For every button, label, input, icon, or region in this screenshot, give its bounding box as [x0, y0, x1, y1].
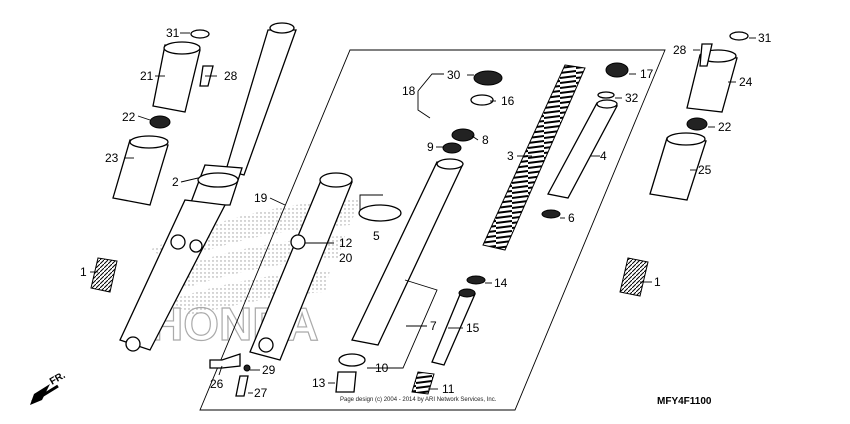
- callout-17: 17: [640, 67, 654, 81]
- callout-31-left: 31: [166, 26, 180, 40]
- callout-30: 30: [447, 68, 461, 82]
- damper-rod-head: [458, 288, 476, 298]
- reflector-right: [619, 257, 649, 297]
- callout-28-right: 28: [673, 43, 687, 57]
- callout-31-right: 31: [758, 31, 772, 45]
- callout-28-left: 28: [224, 69, 238, 83]
- callout-2: 2: [172, 175, 179, 189]
- callout-19: 19: [254, 191, 268, 205]
- callout-10: 10: [375, 361, 389, 375]
- callout-4: 4: [600, 149, 607, 163]
- callout-13: 13: [312, 376, 326, 390]
- callout-14: 14: [494, 276, 508, 290]
- group-bracket-5: [359, 194, 383, 215]
- callout-29: 29: [262, 363, 276, 377]
- callout-1-right: 1: [654, 275, 661, 289]
- ring-16: [470, 94, 494, 106]
- callout-7: 7: [430, 319, 437, 333]
- callout-15: 15: [466, 321, 480, 335]
- seat-6: [541, 209, 561, 219]
- bolt-27: [235, 375, 249, 397]
- fork-spring: [482, 64, 586, 251]
- fork-cover-lower-right: [649, 132, 707, 201]
- fork-cover-lower-left: [112, 135, 169, 206]
- callout-6: 6: [568, 211, 575, 225]
- bolt-28-right: [699, 43, 713, 67]
- callout-1-left: 1: [80, 265, 87, 279]
- callout-27: 27: [254, 386, 268, 400]
- inner-tube: [351, 158, 464, 346]
- fork-cover-upper-right: [686, 49, 738, 113]
- callout-23: 23: [105, 151, 119, 165]
- callout-5: 5: [373, 229, 380, 243]
- callout-24: 24: [739, 75, 753, 89]
- assembly-frame: [199, 49, 666, 411]
- grommet-22-left: [149, 115, 171, 129]
- rebound-spring-11: [411, 371, 435, 395]
- reflector-left: [90, 257, 118, 293]
- copyright-notice: Page design (c) 2004 - 2014 by ARI Netwo…: [340, 397, 497, 403]
- front-direction-arrow: FR.: [30, 370, 68, 405]
- bolt-26: [209, 353, 241, 369]
- fork-tube-left: [119, 22, 297, 352]
- callout-20: 20: [339, 251, 353, 265]
- callout-8: 8: [482, 133, 489, 147]
- callout-32: 32: [625, 91, 639, 105]
- callout-16: 16: [501, 94, 515, 108]
- callout-9: 9: [427, 140, 434, 154]
- washer-29: [243, 364, 251, 372]
- bushing-10: [338, 353, 366, 367]
- oring-31-right: [729, 31, 749, 41]
- spacer-pipe: [547, 99, 619, 199]
- diagram-code: MFY4F1100: [657, 396, 712, 407]
- leader-lines: [90, 32, 756, 394]
- callout-22-left: 22: [122, 110, 136, 124]
- oring-32: [597, 91, 615, 99]
- callout-3: 3: [507, 149, 514, 163]
- callout-25: 25: [698, 163, 712, 177]
- fork-slider-right: [249, 172, 353, 361]
- callout-18: 18: [402, 84, 416, 98]
- callout-26: 26: [210, 377, 224, 391]
- callout-21: 21: [140, 69, 154, 83]
- bolt-cap-17: [605, 62, 629, 78]
- ring-9: [442, 142, 462, 154]
- callout-12: 12: [339, 236, 353, 250]
- direction-label: FR.: [48, 370, 68, 388]
- piece-13: [335, 371, 357, 393]
- oring-31-left: [190, 29, 210, 39]
- collar-8: [451, 128, 475, 142]
- oil-seal: [358, 204, 402, 222]
- fork-cover-upper-left: [152, 41, 201, 113]
- grommet-22-right: [686, 117, 708, 131]
- callout-11: 11: [442, 382, 455, 396]
- cap-30: [473, 70, 503, 86]
- ring-14: [466, 275, 486, 285]
- callout-22-right: 22: [718, 120, 732, 134]
